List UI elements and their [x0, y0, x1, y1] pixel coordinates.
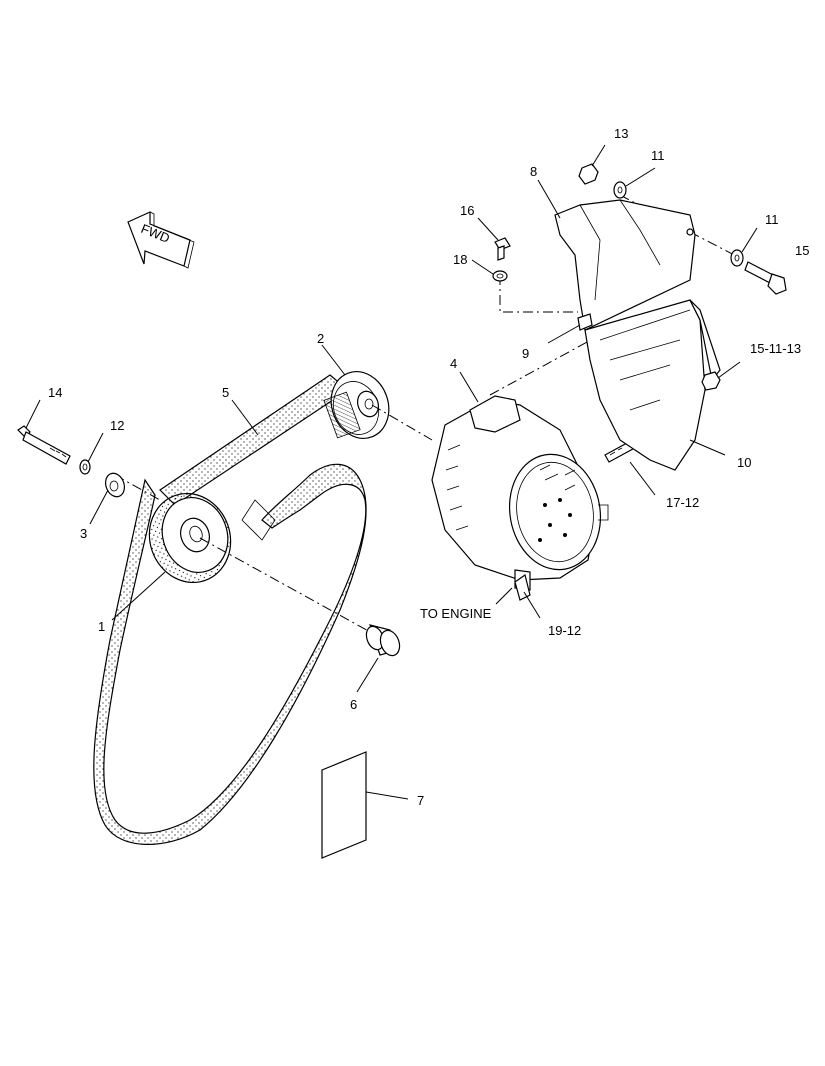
alternator-pulley-2	[323, 371, 390, 439]
callout-13: 13	[614, 126, 628, 141]
nut-13	[578, 163, 599, 185]
to-engine-label: TO ENGINE	[420, 606, 492, 621]
stud-19-12	[514, 574, 531, 601]
callout-10: 10	[737, 455, 751, 470]
bolt-15	[744, 261, 787, 295]
leader-lines	[25, 144, 758, 800]
callout-3: 3	[80, 526, 87, 541]
callout-19-12: 19-12	[548, 623, 581, 638]
callout-16: 16	[460, 203, 474, 218]
alternator-4	[431, 395, 609, 591]
callout-6: 6	[350, 697, 357, 712]
callout-15-11-13: 15-11-13	[750, 341, 801, 356]
callout-17-12: 17-12	[666, 495, 699, 510]
decal-7	[321, 751, 367, 859]
centerline-bracket	[489, 334, 601, 396]
nut-15-11-13	[701, 371, 721, 391]
callout-5: 5	[222, 385, 229, 400]
washer-18	[492, 270, 508, 282]
bracket-10	[584, 299, 721, 471]
callout-8: 8	[530, 164, 537, 179]
callout-2: 2	[317, 331, 324, 346]
callout-18: 18	[453, 252, 467, 267]
spacer-3	[104, 472, 126, 498]
callout-1: 1	[98, 619, 105, 634]
callout-9: 9	[522, 346, 529, 361]
washer-11-right	[730, 249, 744, 267]
callout-4: 4	[450, 356, 457, 371]
bolt-14	[17, 425, 71, 465]
bracket-8	[554, 199, 696, 331]
washer-12	[79, 459, 91, 475]
spacer-6	[365, 624, 401, 657]
centerline-crank	[199, 537, 373, 634]
callout-14: 14	[48, 385, 62, 400]
clip-9	[577, 313, 593, 331]
centerline-bolt-16	[499, 275, 578, 313]
callout-7: 7	[417, 793, 424, 808]
callout-11-right: 11	[765, 212, 779, 227]
washer-11-upper	[613, 181, 627, 199]
callout-15: 15	[795, 243, 809, 258]
centerline-alternator	[371, 404, 433, 441]
callout-11-upper: 11	[651, 148, 665, 163]
fwd-arrow: FWD	[127, 211, 195, 269]
callout-12: 12	[110, 418, 124, 433]
screw-16	[494, 237, 511, 261]
crank-pulley-1	[148, 492, 232, 584]
